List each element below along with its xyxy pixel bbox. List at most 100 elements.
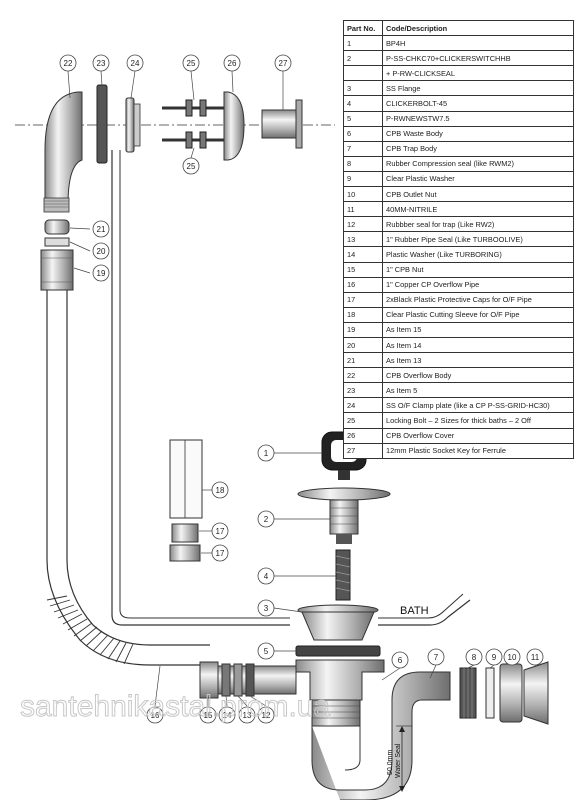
washer-23 — [96, 84, 108, 164]
washer-5 — [295, 645, 381, 657]
part-description: Rubber Compression seal (like RWM2) — [382, 155, 574, 172]
part-number: 18 — [343, 306, 383, 323]
part-number: 24 — [343, 397, 383, 414]
part-number: 17 — [343, 291, 383, 308]
part-number: 2 — [343, 50, 383, 67]
part-description: P-RWNEWSTW7.5 — [382, 110, 574, 127]
part-number: 19 — [343, 321, 383, 338]
part-number: 4 — [343, 95, 383, 112]
callout-20 — [92, 242, 110, 260]
part-description: CPB Outlet Nut — [382, 186, 574, 203]
part-description: As Item 14 — [382, 336, 574, 354]
callout-num-15: 15 — [204, 711, 213, 720]
cutting-sleeve-18 — [169, 439, 203, 519]
part-description: Rubbber seal for trap (Like RW2) — [382, 216, 574, 233]
clicker-2 — [297, 487, 391, 544]
washer-9 — [485, 667, 495, 719]
parts-table-header: Part No. Code/Description — [343, 19, 574, 37]
part-description: Plastic Washer (Like TURBORING) — [382, 246, 574, 263]
part-description: Locking Bolt – 2 Sizes for thick baths –… — [382, 412, 574, 429]
outlet-nut-10 — [499, 663, 523, 723]
callout-num-3: 3 — [264, 604, 269, 613]
part-number: 3 — [343, 80, 383, 97]
callout-numbers: 22 23 24 25 26 27 25 21 20 19 18 17 17 1… — [64, 59, 540, 720]
callout-1 — [257, 444, 275, 462]
callout-12 — [257, 706, 275, 724]
callout-num-18: 18 — [216, 486, 225, 495]
part-description: 1" CPB Nut — [382, 261, 574, 278]
callout-15 — [199, 706, 217, 724]
callout-26 — [223, 54, 241, 72]
protective-caps-17 — [169, 523, 201, 562]
clamp-plate-24 — [125, 97, 141, 153]
bath-floor-inner — [378, 593, 464, 619]
callout-num-26: 26 — [228, 59, 237, 68]
callout-num-11: 11 — [531, 653, 540, 662]
bath-label: BATH — [400, 605, 429, 617]
callout-num-24: 24 — [131, 59, 140, 68]
callout-21 — [92, 220, 110, 238]
water-seal-dimension: 50.0mm Water Seal — [387, 725, 412, 792]
callout-11 — [526, 648, 544, 666]
table-row: + P-RW-CLICKSEAL — [343, 65, 574, 82]
callout-9 — [485, 648, 503, 666]
callout-num-27: 27 — [279, 59, 288, 68]
locking-bolts-25 — [162, 99, 225, 149]
part-description: 40MM-NITRILE — [382, 201, 574, 218]
part-number: 27 — [343, 442, 383, 459]
part-number: 5 — [343, 110, 383, 127]
callout-num-25b: 25 — [187, 162, 196, 171]
callout-18 — [211, 481, 229, 499]
callout-num-23: 23 — [97, 59, 106, 68]
callout-num-1: 1 — [264, 449, 269, 458]
part-description: CPB Overflow Body — [382, 367, 574, 384]
overflow-cover-26 — [223, 91, 245, 161]
water-seal-value: 50.0mm — [387, 750, 394, 775]
callout-23 — [92, 54, 110, 72]
callout-10 — [503, 648, 521, 666]
part-number: 16 — [343, 276, 383, 293]
callout-4 — [257, 567, 275, 585]
callout-num-16: 16 — [151, 711, 160, 720]
callout-num-5: 5 — [264, 647, 269, 656]
callout-num-17a: 17 — [216, 527, 225, 536]
bath-wall-inner — [119, 150, 290, 619]
clicker-bolt-4 — [335, 549, 351, 601]
part-description: As Item 5 — [382, 382, 574, 399]
callout-7 — [427, 648, 445, 666]
callout-8 — [465, 648, 483, 666]
part-number: 9 — [343, 170, 383, 188]
overflow-body-22 — [43, 91, 83, 213]
part-description: 2xBlack Plastic Protective Caps for O/F … — [382, 291, 574, 308]
callout-5 — [257, 642, 275, 660]
leader-lines — [67, 70, 537, 707]
part-description: As Item 15 — [382, 321, 574, 338]
callout-num-12: 12 — [262, 711, 271, 720]
callout-25-bottom — [182, 157, 200, 175]
part-description: Clear Plastic Cutting Sleeve for O/F Pip… — [382, 306, 574, 323]
callout-num-6: 6 — [398, 656, 403, 665]
bath-wall — [111, 150, 290, 626]
callout-22 — [59, 54, 77, 72]
callout-num-2: 2 — [264, 515, 269, 524]
nitrile-seal-11 — [523, 661, 549, 725]
callout-17-top — [211, 522, 229, 540]
callout-num-20: 20 — [97, 247, 106, 256]
part-number: 22 — [343, 367, 383, 384]
callout-num-17b: 17 — [216, 549, 225, 558]
callout-13 — [238, 706, 256, 724]
flange-3 — [297, 604, 379, 641]
